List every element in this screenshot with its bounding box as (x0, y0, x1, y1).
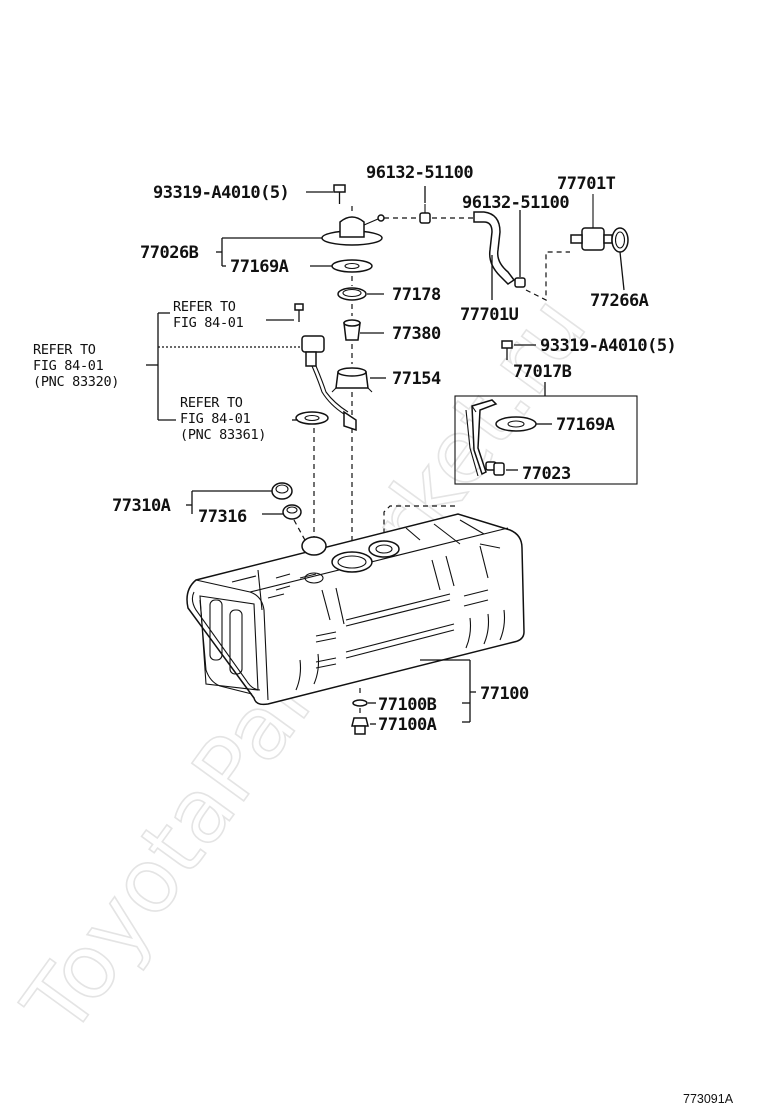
fuel-filter-77701T[interactable] (570, 194, 613, 251)
label-77100A[interactable]: 77100A (378, 715, 437, 735)
bolt-93319-top[interactable] (333, 184, 346, 204)
sender-gasket[interactable] (295, 411, 329, 425)
label-77154[interactable]: 77154 (392, 369, 441, 389)
label-77310A[interactable]: 77310A (112, 496, 171, 516)
ref2-line3[interactable]: (PNC 83320) (33, 374, 119, 390)
hose-clip-a[interactable] (419, 204, 431, 224)
fuel-tank[interactable] (186, 513, 525, 706)
label-96132-a[interactable]: 96132-51100 (366, 163, 474, 183)
gasket-77169A-mid[interactable] (495, 416, 537, 432)
label-77100B[interactable]: 77100B (378, 695, 437, 715)
ref2-line1[interactable]: REFER TO (33, 342, 96, 358)
label-93319-top[interactable]: 93319-A4010(5) (153, 183, 290, 203)
label-77380[interactable]: 77380 (392, 324, 441, 344)
gasket-77169A-top[interactable] (331, 259, 373, 273)
label-77169A-top[interactable]: 77169A (230, 257, 289, 277)
label-77169A-mid[interactable]: 77169A (556, 415, 615, 435)
label-77178[interactable]: 77178 (392, 285, 441, 305)
fuel-hose-77701U[interactable] (473, 211, 516, 285)
label-77701U[interactable]: 77701U (460, 305, 519, 325)
bolt-93319-mid[interactable] (501, 340, 513, 360)
diagram-code: 773091A (683, 1092, 734, 1106)
ref1-line1[interactable]: REFER TO (173, 299, 236, 315)
filter-element-77380[interactable] (343, 319, 361, 341)
label-77026B[interactable]: 77026B (140, 243, 199, 263)
ref3-line3[interactable]: (PNC 83361) (180, 427, 266, 443)
label-96132-b[interactable]: 96132-51100 (462, 193, 570, 213)
label-77701T[interactable]: 77701T (557, 174, 616, 194)
ref3-line2[interactable]: FIG 84-01 (180, 411, 251, 427)
label-77100[interactable]: 77100 (480, 684, 529, 704)
ref2-line2[interactable]: FIG 84-01 (33, 358, 104, 374)
grommet-77310A[interactable] (271, 482, 293, 500)
clamp-ring-77266A[interactable] (611, 227, 629, 253)
fuel-suction-assy-box[interactable] (454, 395, 638, 485)
fuel-level-sender[interactable] (301, 335, 357, 432)
ref3-line1[interactable]: REFER TO (180, 395, 243, 411)
drain-plug-77100A[interactable] (351, 717, 369, 735)
hose-clip-b[interactable] (514, 277, 526, 288)
label-77316[interactable]: 77316 (198, 507, 247, 527)
ring-77178[interactable] (337, 287, 367, 301)
label-77017B[interactable]: 77017B (513, 362, 572, 382)
plug-77316[interactable] (282, 504, 302, 520)
ref1-line2[interactable]: FIG 84-01 (173, 315, 244, 331)
sender-screw[interactable] (294, 303, 304, 322)
label-93319-mid[interactable]: 93319-A4010(5) (540, 336, 677, 356)
drain-gasket-77100B[interactable] (352, 699, 368, 707)
label-77266A[interactable]: 77266A (590, 291, 649, 311)
retainer-77154[interactable] (331, 367, 373, 393)
suction-tube-77017B[interactable] (465, 399, 498, 477)
fuel-sender-gauge[interactable] (321, 214, 385, 246)
label-77023[interactable]: 77023 (522, 464, 571, 484)
fuel-filter-77023[interactable] (485, 461, 505, 476)
